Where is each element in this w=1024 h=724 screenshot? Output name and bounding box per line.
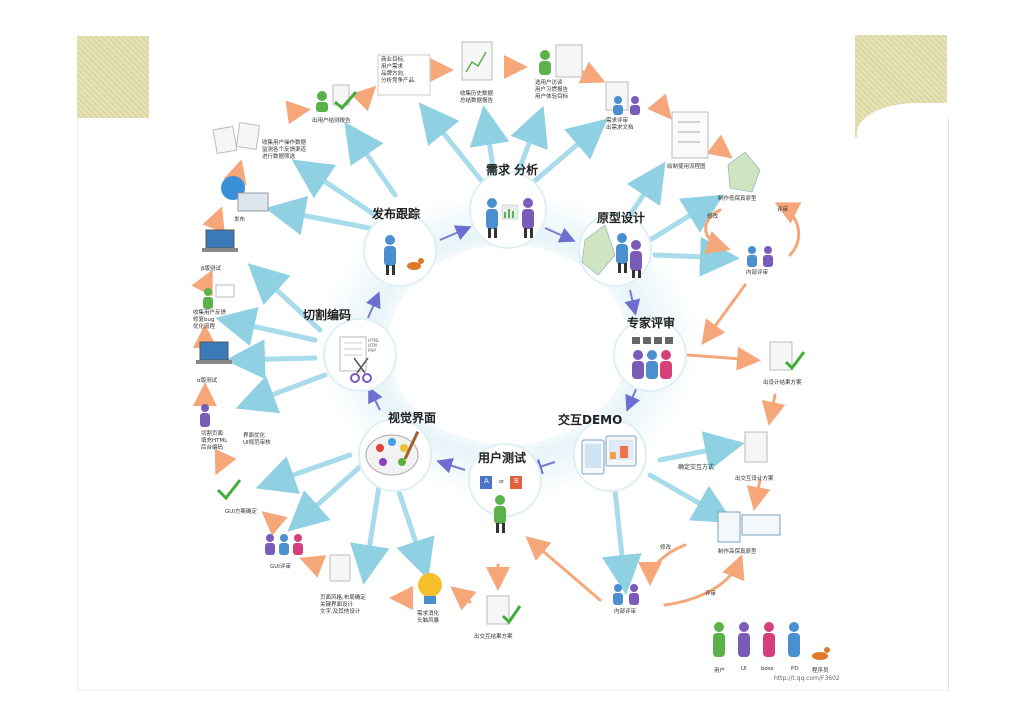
node-beta: β版测试 (201, 266, 222, 272)
hub-circle-release (363, 213, 437, 287)
node-interaction-result: 出交互结果方案 (474, 634, 513, 640)
hub-label-requirements: 需求 分析 (486, 163, 539, 177)
cycle-arrow-8 (439, 225, 472, 241)
cycle-arrow-6 (368, 386, 383, 411)
card-a-bg (480, 476, 492, 489)
legend-label-ui: UI (741, 666, 747, 672)
node-slicing: 切割页面 填充HTML 后台编码 (201, 431, 228, 451)
cycle-arrow-2 (624, 289, 641, 316)
node-collect-ops: 收集用户操作数据 监测各个反馈渠道 进行数据筛选 (262, 140, 307, 160)
legend-label-programmer: 程序员 (812, 668, 829, 674)
node-decide-interaction: 确定交互方式 (678, 464, 715, 471)
node-design-plan: 出设计结果方案 (763, 380, 802, 386)
node-internal-review-top: 内部评审 (746, 270, 769, 276)
hub-label-prototype: 原型设计 (597, 211, 646, 225)
node-visual-style: 页面风格,布局确定 关键界面设计 文字,及其他设计 (320, 595, 366, 615)
legend-label-user: 用户 (714, 668, 726, 674)
node-review2: 评审 (705, 591, 717, 597)
node-gui-final: GUI方案确定 (225, 509, 257, 515)
node-digest: 需求消化 头脑风暴 (417, 611, 440, 624)
node-publish: 发布 (234, 217, 246, 223)
cycle-arrow-7 (365, 291, 381, 319)
node-flowchart: 绘制使用流程图 (667, 164, 706, 170)
cycle-arrow-5 (436, 458, 466, 474)
hub-label-expert-review: 专家评审 (627, 316, 676, 330)
card-b-bg (510, 476, 522, 489)
node-modify: 修改 (707, 214, 719, 220)
node-history: 收集历史数据 总结数据报告 (460, 91, 494, 104)
legend-label-boss: boss (761, 666, 774, 672)
decorative-corner-right (855, 35, 949, 143)
cycle-arrows (365, 225, 641, 474)
node-modify2: 修改 (660, 545, 672, 551)
hub-label-visual: 视觉界面 (388, 411, 437, 425)
people-prototype (581, 224, 642, 278)
demo-devices (581, 435, 637, 475)
palette-icon (365, 430, 420, 476)
node-alpha: α版测试 (197, 378, 218, 384)
or-label: or (499, 479, 505, 485)
cycle-arrow-1 (544, 227, 576, 243)
html-lines: HTML HTM PHP (368, 338, 380, 353)
card-b-label: B (514, 477, 519, 485)
role-legend (713, 622, 830, 660)
node-user-report: 出用户结测报告 (312, 118, 351, 124)
node-internal-review-bottom: 内部评审 (614, 609, 637, 615)
hub-label-coding: 切割编码 (303, 308, 352, 322)
card-a-label: A (484, 477, 489, 485)
flow-arrows (191, 55, 802, 611)
people-release (384, 235, 424, 275)
node-lofi: 制作低保真原型 (718, 196, 757, 202)
node-goals: 商业目标, 用户需求 品牌方向, 分析竞争产品. (381, 57, 416, 84)
hub-label-user-test: 用户测试 (478, 451, 527, 465)
credit-url: http://t.qq.com/F3602 (774, 675, 840, 682)
node-review: 评审 (777, 207, 789, 213)
people-requirements (486, 198, 534, 238)
hub-label-release: 发布跟踪 (372, 207, 421, 221)
spoke-arrows (215, 102, 745, 595)
slide-frame (77, 118, 949, 691)
node-gui-review: GUI评审 (270, 564, 291, 570)
people-usertest (480, 476, 522, 533)
node-feedback: 收集用户反馈 修复bug 优化流程 (193, 310, 227, 330)
people-expert (632, 337, 673, 379)
node-ui-opt: 界面优化 UI规范审核 (243, 433, 271, 446)
hub-label-interaction-demo: 交互DEMO (558, 413, 623, 427)
node-interaction-plan: 出交互设计方案 (735, 476, 774, 482)
coding-icon (339, 336, 372, 383)
node-interview: 选用户访谈 用户习惯报告 用户体验目标 (535, 80, 569, 100)
decorative-corner-left (77, 36, 149, 118)
legend-label-pd: PD (791, 666, 799, 672)
peripheral-icons (196, 41, 806, 625)
node-hifi: 制作高保真原型 (718, 549, 757, 555)
node-req-doc: 需求评审 出需求文档 (606, 118, 634, 131)
